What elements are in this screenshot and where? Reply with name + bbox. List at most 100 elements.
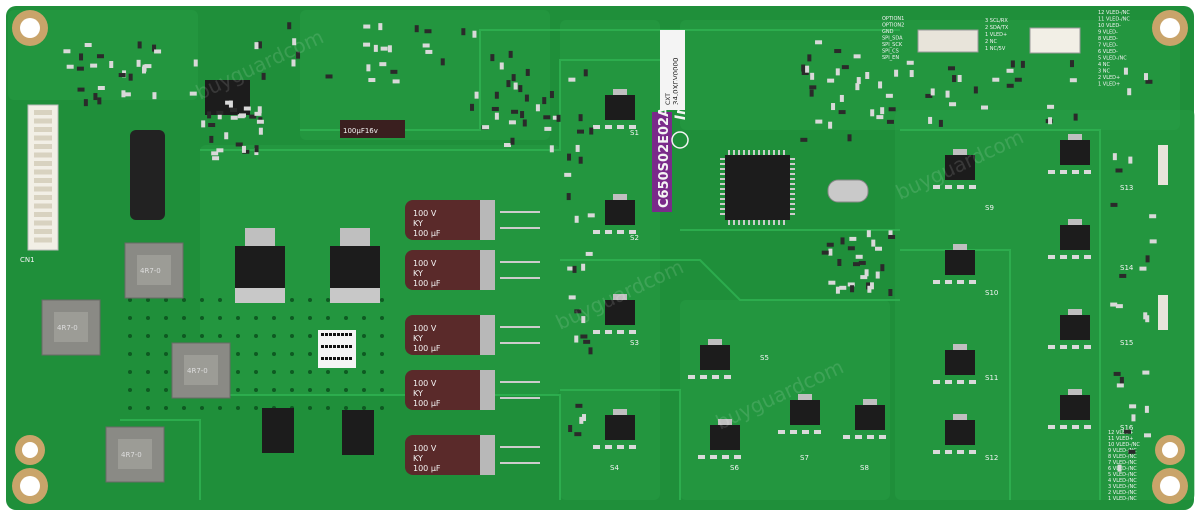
connector-pin: [34, 144, 52, 149]
smd-part: [894, 69, 899, 77]
smd-part: [378, 23, 383, 31]
qr-module: [321, 357, 324, 360]
right-pin-label-top: 12 VLED-/NC: [1098, 10, 1130, 16]
via: [164, 334, 168, 338]
via: [290, 388, 294, 392]
capacitor-lead: [480, 435, 495, 475]
channel-driver-mosfet: [605, 95, 635, 120]
inductor-top: [137, 255, 171, 285]
channel-label-S4: S4: [610, 464, 619, 472]
smd-part: [508, 50, 513, 58]
via: [308, 316, 312, 320]
smd-part: [831, 103, 836, 111]
smd-part: [952, 75, 957, 83]
smd-part: [855, 254, 863, 259]
via: [272, 352, 276, 356]
mounting-hole-0: [20, 18, 40, 38]
via: [128, 334, 132, 338]
via: [182, 298, 186, 302]
via: [326, 406, 330, 410]
smd-part: [193, 59, 198, 67]
mcu-pin: [720, 183, 725, 185]
smd-resistor: [1060, 255, 1067, 259]
via: [200, 406, 204, 410]
copper-pour-6: [300, 10, 550, 140]
mcu-pin: [773, 150, 775, 155]
smd-resistor: [778, 430, 785, 434]
smd-part: [256, 119, 264, 124]
mcu-pin: [790, 183, 795, 185]
smd-part: [522, 119, 527, 127]
driver-tab: [1068, 219, 1082, 225]
channel-driver-mosfet: [1060, 225, 1090, 250]
smd-part: [525, 68, 530, 76]
via: [308, 352, 312, 356]
crystal-oscillator: [827, 179, 869, 203]
qr-module: [321, 333, 324, 336]
via: [200, 298, 204, 302]
smd-part: [97, 85, 105, 90]
mcu-pin: [790, 158, 795, 160]
via: [308, 388, 312, 392]
driver-tab: [1068, 134, 1082, 140]
smd-part: [216, 110, 224, 115]
mcu-pin: [720, 193, 725, 195]
smd-resistor: [629, 330, 636, 334]
header-pin-label-2: 1 VLED+: [985, 32, 1007, 38]
smd-part: [576, 129, 584, 134]
mcu-pin: [790, 198, 795, 200]
channel-driver-mosfet: [945, 250, 975, 275]
board-subcode-text: CXT: [665, 93, 672, 105]
via: [254, 388, 258, 392]
driver-tab: [613, 409, 627, 415]
right-pin-label-bottom: 11 VLED+: [1108, 436, 1133, 442]
smd-part: [1131, 414, 1136, 422]
right-pin-label-top: 3 NC: [1098, 69, 1111, 75]
smd-resistor: [1072, 255, 1079, 259]
smd-resistor: [1060, 345, 1067, 349]
smd-part: [543, 115, 551, 120]
via: [236, 334, 240, 338]
mcu-pin: [743, 150, 745, 155]
smd-resistor: [710, 455, 717, 459]
qr-module: [321, 345, 324, 348]
brand-logo: Innolux: [673, 60, 689, 120]
smd-part: [856, 77, 861, 85]
smd-part: [957, 74, 962, 82]
channel-label-S1: S1: [630, 129, 639, 137]
smd-part: [840, 237, 845, 245]
via: [200, 334, 204, 338]
smd-part: [938, 119, 943, 127]
smd-part: [888, 289, 893, 297]
top-connector-1: [917, 29, 979, 53]
mcu-pin: [733, 150, 735, 155]
capacitor-voltage-label: 100 V: [413, 379, 437, 388]
smd-part: [368, 78, 376, 83]
smd-part: [518, 85, 523, 93]
smd-resistor: [933, 280, 940, 284]
smd-part: [96, 54, 104, 59]
smd-resistor: [945, 185, 952, 189]
smd-part: [511, 74, 516, 82]
via: [182, 406, 186, 410]
connector-pin: [34, 195, 52, 200]
smd-part: [225, 100, 233, 105]
right-pin-label-top: 9 VLED-: [1098, 30, 1118, 36]
channel-label-S3: S3: [630, 339, 639, 347]
mosfet-leads: [235, 288, 285, 303]
mcu-pin: [790, 208, 795, 210]
via: [128, 388, 132, 392]
smd-part: [504, 143, 511, 148]
via: [236, 388, 240, 392]
via: [272, 334, 276, 338]
inductor-top: [184, 355, 218, 385]
via: [290, 316, 294, 320]
channel-driver-mosfet: [700, 345, 730, 370]
smd-part: [888, 234, 896, 239]
via: [290, 370, 294, 374]
trace-0: [200, 59, 680, 151]
via: [146, 388, 150, 392]
via: [362, 316, 366, 320]
smd-part: [390, 69, 398, 74]
copper-pour-4: [895, 110, 1195, 500]
